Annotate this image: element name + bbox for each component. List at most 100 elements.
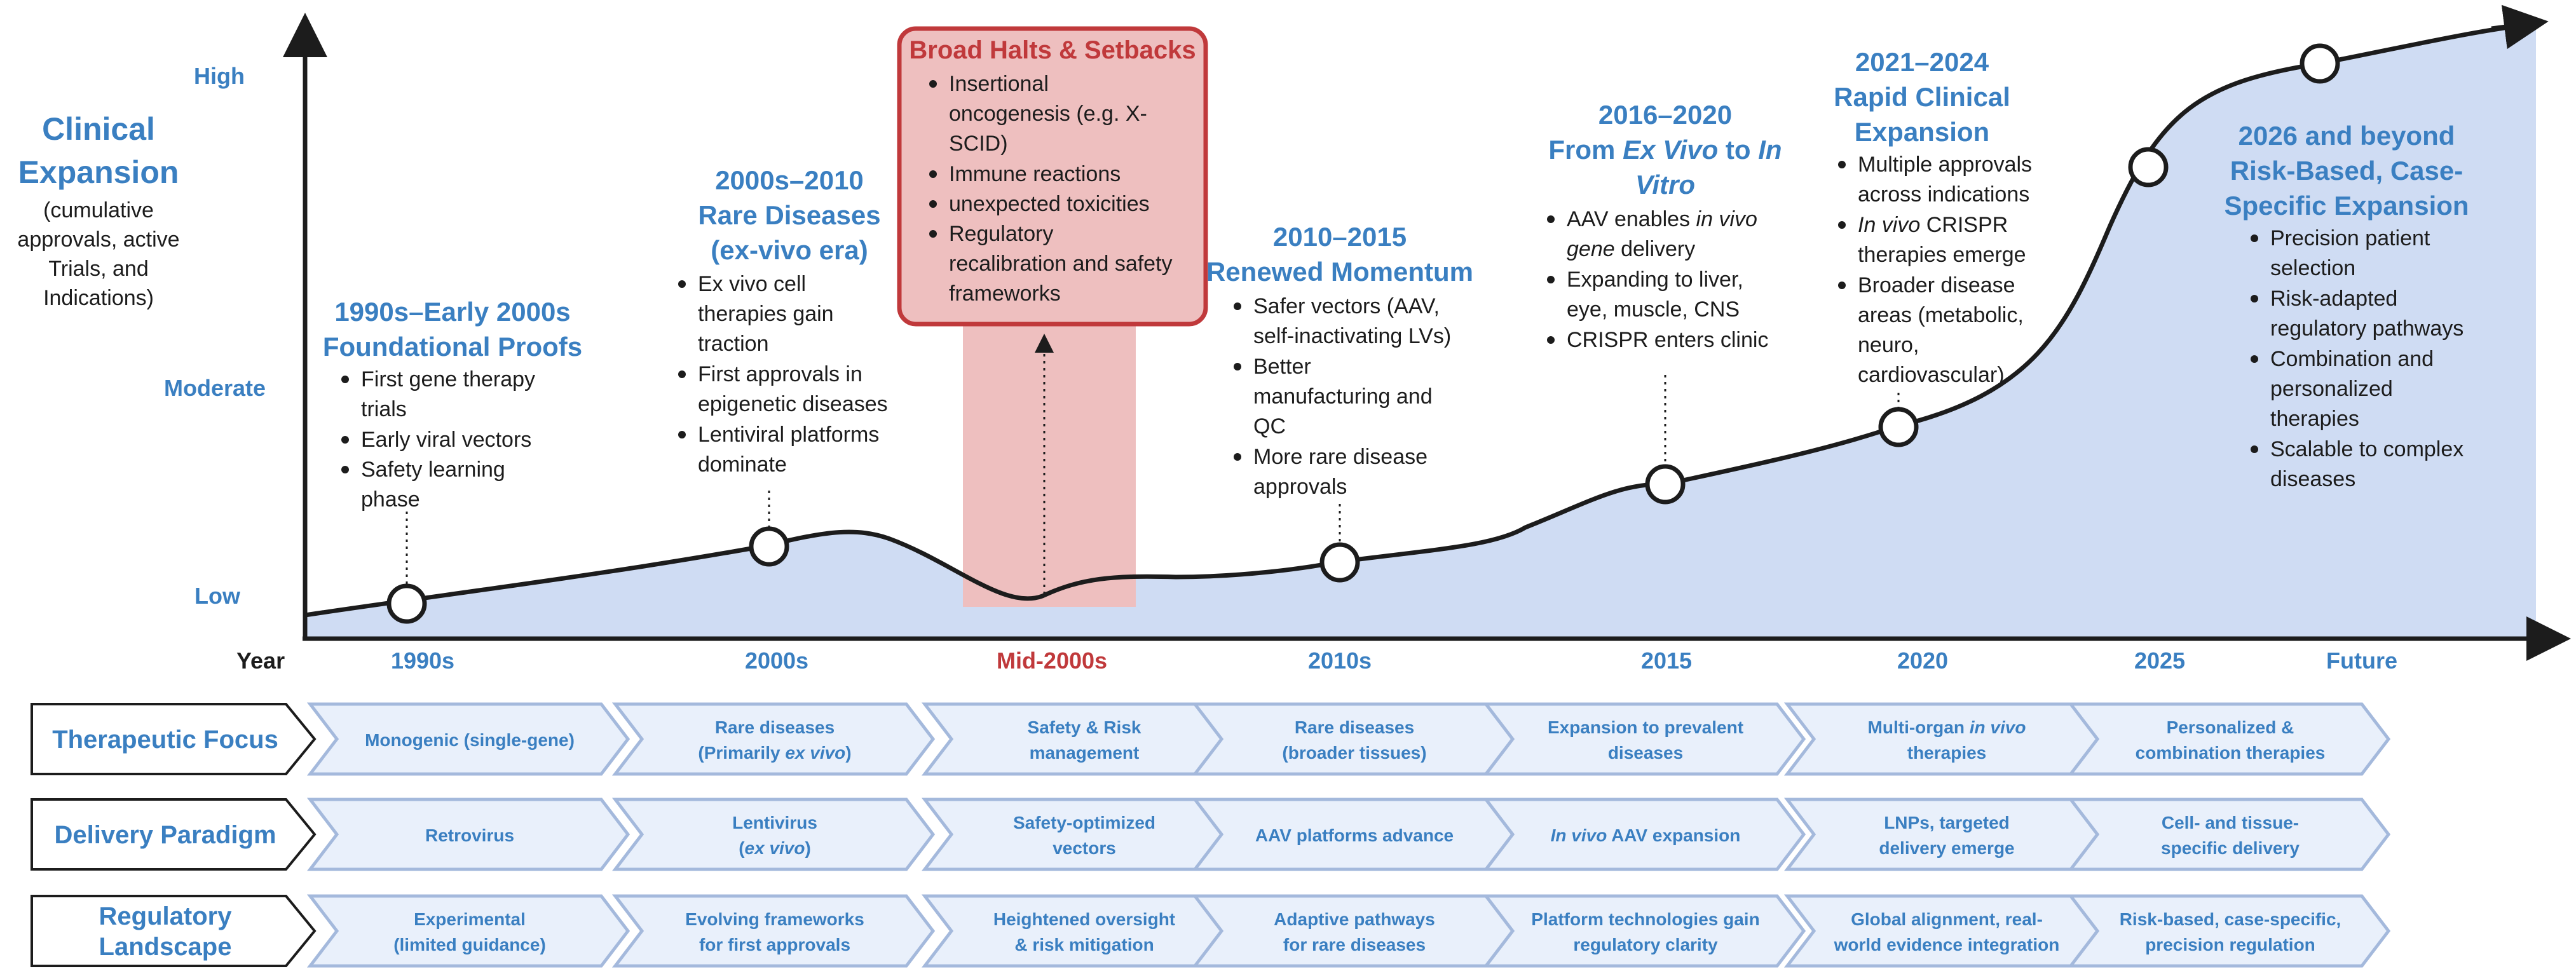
chevron-cell-text: vectors xyxy=(1053,838,1116,858)
bullet-dot xyxy=(1838,221,1846,229)
chevron-cell-text: Heightened oversight xyxy=(993,909,1175,929)
milestone-2020 xyxy=(1878,407,1919,447)
chevron-cell-text: AAV platforms advance xyxy=(1255,825,1454,845)
chevron-cell-text: (Primarily ex vivo) xyxy=(698,743,851,763)
era-title: Rare Diseases xyxy=(698,200,880,230)
x-tick-2000s: 2000s xyxy=(745,648,808,674)
milestone-future xyxy=(2300,43,2340,84)
bullet-text: Ex vivo cell xyxy=(698,272,806,296)
bullet-text: diseases xyxy=(2270,467,2355,491)
bullet-dot xyxy=(1547,215,1555,223)
bullet-text: Safety learning xyxy=(361,458,505,482)
bullet-dot xyxy=(1234,453,1241,461)
bullet-dot xyxy=(929,230,937,238)
bullet-text: across indications xyxy=(1858,182,2029,207)
chevron-cell-text: precision regulation xyxy=(2145,935,2315,954)
chevron-cell-text: (limited guidance) xyxy=(393,935,546,954)
bullet-dot xyxy=(678,280,686,288)
chevron-cell xyxy=(1191,702,1515,776)
chevron-cell-text: Adaptive pathways xyxy=(1274,909,1435,929)
bullet-text: Early viral vectors xyxy=(361,428,531,452)
era-2021-2024: 2021–2024 Rapid Clinical Expansion Multi… xyxy=(1834,47,2032,387)
bullet-dot xyxy=(2251,355,2258,363)
chevron-cell-text: (broader tissues) xyxy=(1282,743,1426,763)
setbacks-box xyxy=(897,26,1208,327)
bullet-dot xyxy=(929,80,937,88)
y-level-moderate: Moderate xyxy=(164,375,266,401)
milestone-2000s xyxy=(749,526,789,567)
chevron-cell-text: delivery emerge xyxy=(1879,838,2014,858)
bullet-text: phase xyxy=(361,487,420,512)
chevron-cell-text: Platform technologies gain xyxy=(1531,909,1759,929)
setbacks-title: Broad Halts & Setbacks xyxy=(909,36,1196,64)
bullet-dot xyxy=(678,431,686,438)
chevron-cell xyxy=(2067,894,2391,968)
chevron-cell-text: for first approvals xyxy=(699,935,850,954)
era-title: Renewed Momentum xyxy=(1206,257,1473,287)
era-title: Rapid Clinical xyxy=(1834,82,2010,112)
bullet-dot xyxy=(678,370,686,378)
era-title: 2026 and beyond xyxy=(2239,121,2455,151)
bullet-text: frameworks xyxy=(949,282,1061,306)
chevron-cell-text: (ex vivo) xyxy=(739,838,811,858)
bullet-dot xyxy=(2251,234,2258,242)
era-title: Foundational Proofs xyxy=(323,332,582,362)
bullet-text: regulatory pathways xyxy=(2270,316,2464,341)
bullet-text: personalized xyxy=(2270,377,2393,401)
bullet-text: oncogenesis (e.g. X- xyxy=(949,102,1147,126)
bullet-text: Scalable to complex xyxy=(2270,437,2464,461)
bullet-text: SCID) xyxy=(949,132,1008,156)
bullet-text: AAV enables in vivo xyxy=(1567,207,1757,231)
y-level-high: High xyxy=(194,63,245,89)
bullet-text: In vivo CRISPR xyxy=(1858,213,2008,237)
chevron-cell-text: Multi-organ in vivo xyxy=(1868,717,2026,737)
y-subtitle-line-3: Trials, and xyxy=(48,257,148,281)
bullet-text: cardiovascular) xyxy=(1858,363,2005,387)
chevron-cell-text: Cell- and tissue- xyxy=(2162,813,2299,832)
y-subtitle-line-4: Indications) xyxy=(43,286,154,310)
y-axis-levels: High Moderate Low xyxy=(164,63,266,609)
bullet-dot xyxy=(1547,336,1555,344)
bullet-text: Combination and xyxy=(2270,347,2434,371)
bullet-text: neuro, xyxy=(1858,333,1919,357)
y-subtitle-line-2: approvals, active xyxy=(17,228,179,252)
chevron-cell-text: regulatory clarity xyxy=(1573,935,1718,954)
chevron-cell-text: Safety-optimized xyxy=(1013,813,1155,832)
bullet-text: approvals xyxy=(1253,475,1347,499)
bullet-text: Regulatory xyxy=(949,222,1053,246)
bullet-text: traction xyxy=(698,332,769,356)
curve-arrow xyxy=(2491,4,2549,50)
bullet-dot xyxy=(341,436,349,444)
chevron-cell-text: therapies xyxy=(1907,743,1987,763)
chevron-cell xyxy=(306,702,630,776)
era-title: 1990s–Early 2000s xyxy=(334,297,570,327)
bullet-dot xyxy=(1838,161,1846,168)
bullet-text: First gene therapy xyxy=(361,367,535,391)
x-tick-2020: 2020 xyxy=(1897,648,1948,674)
bullet-text: QC xyxy=(1253,414,1286,438)
halt-band xyxy=(963,311,1136,607)
chevron-cell-text: Risk-based, case-specific, xyxy=(2120,909,2341,929)
bullet-dot xyxy=(341,466,349,473)
chevron-cell-text: world evidence integration xyxy=(1834,935,2060,954)
era-title: From Ex Vivo to In xyxy=(1548,135,1782,165)
bullet-dot xyxy=(341,376,349,383)
bullet-text: therapies gain xyxy=(698,302,834,326)
chevron-cell-text: Experimental xyxy=(414,909,526,929)
era-title: 2021–2024 xyxy=(1855,47,1989,77)
bullet-text: areas (metabolic, xyxy=(1858,303,2024,327)
era-title: Specific Expansion xyxy=(2224,191,2469,221)
bullet-text: Expanding to liver, xyxy=(1567,268,1743,292)
bullet-text: Insertional xyxy=(949,72,1049,96)
bullet-text: Immune reactions xyxy=(949,162,1121,186)
era-2000s: 2000s–2010 Rare Diseases (ex-vivo era) E… xyxy=(678,165,888,477)
bullet-text: Precision patient xyxy=(2270,226,2430,250)
milestone-1990s xyxy=(386,583,427,624)
bullet-text: Multiple approvals xyxy=(1858,153,2032,177)
chevron-cell xyxy=(921,798,1245,871)
chevron-cell xyxy=(1482,702,1806,776)
chevron-cell-text: for rare diseases xyxy=(1283,935,1426,954)
